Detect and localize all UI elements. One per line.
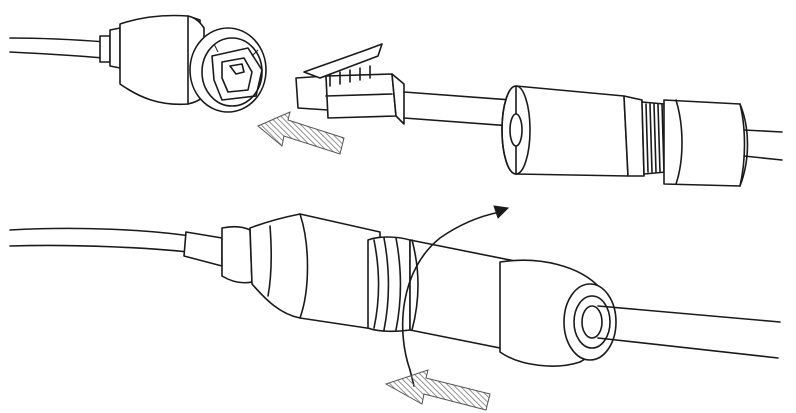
knurled-ring bbox=[641, 101, 667, 175]
assembled-body bbox=[249, 213, 381, 331]
sleeve-nut bbox=[501, 85, 645, 177]
step-twist-and-push bbox=[9, 205, 781, 411]
right-cable-top bbox=[743, 129, 783, 161]
left-cable-bottom bbox=[9, 227, 191, 253]
small-collar bbox=[183, 225, 253, 284]
assembled-sleeve-nut bbox=[409, 239, 521, 353]
right-cable-bottom bbox=[597, 305, 781, 359]
assembled-rear-cap bbox=[499, 259, 617, 367]
rear-cap bbox=[663, 99, 749, 187]
plug-cable bbox=[403, 91, 513, 127]
push-arrow bbox=[384, 369, 491, 411]
rj45-plug bbox=[295, 43, 405, 125]
step-insert-plug bbox=[9, 14, 783, 187]
left-cable-top bbox=[9, 37, 107, 59]
insert-arrow bbox=[257, 111, 345, 155]
threaded-ring bbox=[367, 236, 411, 333]
female-jack bbox=[99, 14, 267, 113]
